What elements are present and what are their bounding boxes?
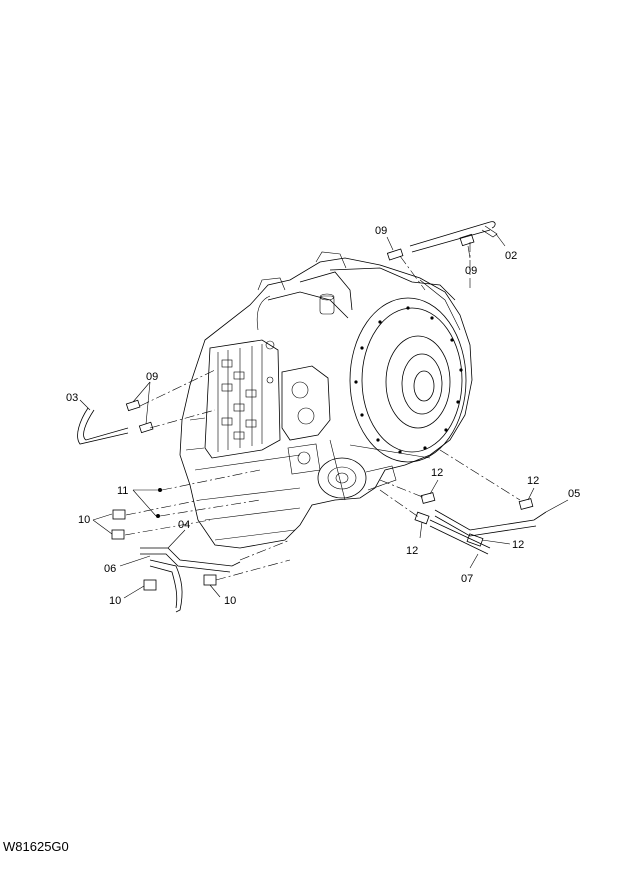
assembly-center-lines — [124, 242, 521, 581]
leader-lines — [79, 233, 569, 599]
label-10-bottom-mid: 10 — [224, 595, 236, 607]
bolt-ring — [354, 306, 463, 454]
control-valve-block — [204, 339, 281, 459]
tube-07 — [429, 519, 491, 555]
label-10-left: 10 — [78, 514, 90, 526]
fittings-12 — [414, 492, 534, 547]
bolts-11 — [156, 488, 162, 518]
label-12-mid-top: 12 — [431, 467, 443, 479]
label-07: 07 — [461, 573, 473, 585]
label-03: 03 — [66, 392, 78, 404]
label-11: 11 — [117, 485, 128, 497]
label-02: 02 — [505, 250, 517, 262]
fitting-09-left-a — [125, 399, 141, 412]
label-04: 04 — [178, 519, 190, 531]
tube-06 — [149, 559, 183, 613]
label-12-mid-bottom: 12 — [406, 545, 418, 557]
label-06: 06 — [104, 563, 116, 575]
transmission-assembly — [179, 251, 473, 549]
label-09-top-right: 09 — [465, 265, 477, 277]
label-12-right-bottom: 12 — [512, 539, 524, 551]
tube-02 — [409, 221, 498, 253]
label-05: 05 — [568, 488, 580, 500]
label-12-right-top: 12 — [527, 475, 539, 487]
drawing-reference-code: W81625G0 — [3, 839, 69, 854]
tube-04 — [140, 547, 241, 573]
fittings-10-left — [111, 509, 126, 540]
tube-05 — [434, 509, 547, 537]
label-10-bottom-left: 10 — [109, 595, 121, 607]
label-09-left: 09 — [146, 371, 158, 383]
label-09-top-left: 09 — [375, 225, 387, 237]
tube-03 — [77, 407, 129, 445]
fitting-09-left-b — [138, 421, 154, 434]
fitting-09-top-right — [459, 233, 475, 247]
solenoid-block — [281, 365, 331, 475]
fitting-09-top-left — [386, 248, 404, 261]
output-flange — [317, 457, 397, 499]
